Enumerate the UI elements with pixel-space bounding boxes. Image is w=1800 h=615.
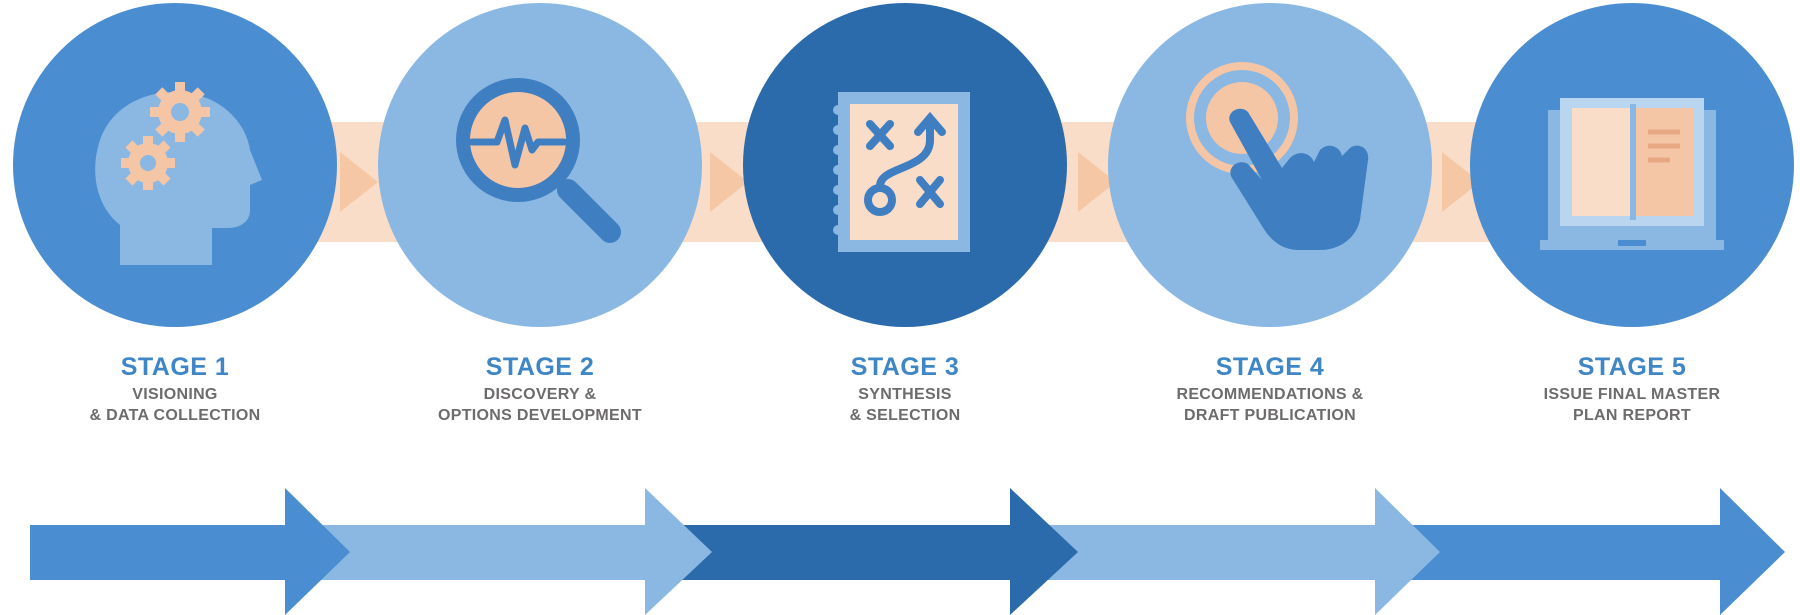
magnifier-pulse-icon <box>456 78 621 243</box>
chevron-1 <box>340 152 378 212</box>
stage-5-label: STAGE 5 ISSUE FINAL MASTER PLAN REPORT <box>1472 352 1792 426</box>
chevron-3 <box>1078 152 1116 212</box>
stage-2-title: STAGE 2 <box>485 353 595 381</box>
stage-1-title: STAGE 1 <box>120 353 230 381</box>
chevron-4 <box>1442 152 1480 212</box>
chevron-2 <box>710 152 748 212</box>
hand-touch-icon <box>1186 62 1369 250</box>
stage-4-description: RECOMMENDATIONS & DRAFT PUBLICATION <box>1176 386 1364 424</box>
stage-3-label: STAGE 3 SYNTHESIS & SELECTION <box>745 352 1065 426</box>
stage-5-description: ISSUE FINAL MASTER PLAN REPORT <box>1543 386 1721 424</box>
stage-2-label: STAGE 2 DISCOVERY & OPTIONS DEVELOPMENT <box>380 352 700 426</box>
stage-3-description: SYNTHESIS & SELECTION <box>849 386 961 424</box>
stage-4-title: STAGE 4 <box>1215 353 1325 381</box>
progress-arrows <box>30 488 1785 615</box>
stage-1-description: VISIONING & DATA COLLECTION <box>89 386 261 424</box>
strategy-board-icon <box>833 92 970 252</box>
arrow-5 <box>1400 488 1785 615</box>
head-gears-icon <box>95 82 263 265</box>
stage-2-description: DISCOVERY & OPTIONS DEVELOPMENT <box>438 386 642 424</box>
open-book-icon <box>1540 98 1724 250</box>
arrow-1 <box>30 488 350 615</box>
stage-1-label: STAGE 1 VISIONING & DATA COLLECTION <box>15 352 335 426</box>
arrow-3 <box>675 488 1078 615</box>
arrow-4 <box>1040 488 1440 615</box>
stage-3-title: STAGE 3 <box>850 353 960 381</box>
stage-4-label: STAGE 4 RECOMMENDATIONS & DRAFT PUBLICAT… <box>1110 352 1430 426</box>
stage-5-title: STAGE 5 <box>1577 353 1687 381</box>
arrow-2 <box>310 488 712 615</box>
